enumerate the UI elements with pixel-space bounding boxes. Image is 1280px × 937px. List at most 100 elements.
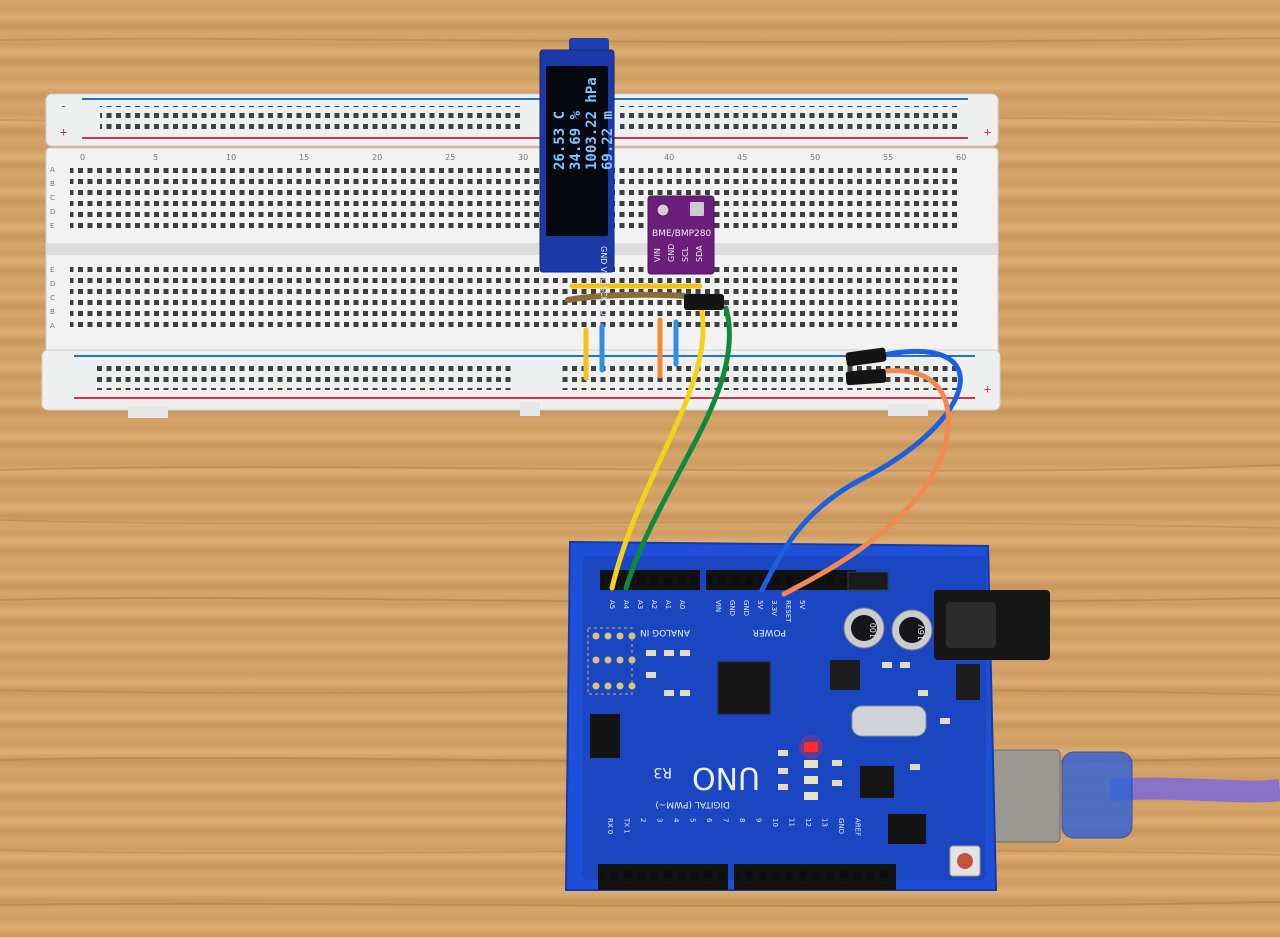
row-letter: A [50,166,55,174]
digital-pin-label: 2 [639,818,647,822]
column-number: 25 [445,153,455,162]
oled-line-temperature: 26.53 C [552,111,568,170]
column-number: 30 [518,153,528,162]
row-letter: E [50,266,54,274]
row-letter: D [50,208,55,216]
digital-pin-label: 7 [722,818,730,822]
center-channel [46,243,998,255]
icsp-header-2 [888,814,926,844]
oled-line-humidity: 34.69 % [568,110,584,170]
digital-pin-label: 5 [689,818,697,822]
sensor-pin-vin: VIN [653,248,662,262]
digital-pin-label: AREF [854,818,862,836]
power-pin-label: GND [742,600,750,616]
digital-pin-label: 3 [656,818,664,822]
microcontroller-chip [717,661,771,715]
sensor-pin-sda: SDA [695,245,704,262]
analog-pin-label: A5 [608,600,616,609]
column-number: 50 [810,153,820,162]
oled-display-module: 26.53 C 34.69 % 1003.22 hPa 69.22 m GND … [539,38,616,322]
board-model-print: UNO R3 [653,760,760,795]
power-pin-label: 5V [798,600,806,609]
arduino-uno-board: 100 16V [564,540,1050,891]
power-pin-label: GND [728,600,736,616]
analog-pin-label: A2 [650,600,658,609]
sensor-name: BME/BMP280 [652,229,711,239]
digital-pin-label: GND [837,818,845,834]
icsp-header [590,714,620,758]
column-number: 20 [372,153,382,162]
sensor-chip [690,202,704,216]
oled-line-pressure: 1003.22 hPa [584,77,600,170]
power-label: POWER [753,627,786,637]
rail-plus-label: + [60,125,67,139]
analog-pin-label: A1 [664,600,672,609]
digital-pin-label: 6 [705,818,713,823]
wire-orange-vcc [781,368,951,597]
oled-line-altitude: 69.22 m [600,111,616,170]
oled-readout: 26.53 C 34.69 % 1003.22 hPa 69.22 m [552,77,616,170]
rail-plus-label-bottom: + [984,382,991,396]
digital-pin-label: 9 [755,818,763,822]
wire-green-scl [623,305,732,591]
row-letter: E [50,222,54,230]
digital-pin-label: TX 1 [623,817,631,834]
column-number: 10 [226,153,236,162]
row-letter: C [50,294,55,302]
column-number: 0 [80,153,85,162]
digital-pin-label: 10 [771,818,779,827]
smd-components [646,650,950,790]
row-letter: B [50,308,55,316]
sensor-pin-gnd: GND [667,244,676,262]
wire-yellow-sda [609,299,706,591]
oled-screen [546,66,608,236]
power-pin-label: VIN [714,600,722,612]
rail-plus-label-right: + [984,125,991,139]
digital-pin-label: RX 0 [606,818,614,834]
usb-interface-chip [860,766,894,798]
capacitor-2-value: 16V [917,624,926,640]
column-number: 40 [664,153,674,162]
analog-pin-label: A0 [678,600,686,609]
usb-plug-housing [1061,751,1133,839]
power-pin-label: RESET [784,600,792,623]
column-number: 60 [956,153,966,162]
sensor-pin-scl: SCL [681,246,690,262]
row-letter: B [50,180,55,188]
board-revision: R3 [653,764,672,780]
column-number: 15 [299,153,309,162]
row-letter: C [50,194,55,202]
row-letter: A [50,322,55,330]
digital-pin-label: 13 [821,818,829,827]
analog-pin-label: A4 [622,600,630,610]
power-pin-label: 5V [756,600,764,609]
row-letter: D [50,280,55,288]
digital-pin-label: 4 [672,818,680,823]
analog-pin-labels: A5 A4 A3 A2 A1 A0 [608,600,686,610]
crystal-oscillator [851,705,927,737]
jumper-wires [609,294,963,597]
analog-in-label: ANALOG IN [640,627,690,637]
power-pin-labels: VIN GND GND 5V 3.3V RESET 5V [714,600,806,623]
oled-pin-labels: GND VCC SCK SDA [599,246,608,322]
power-led [804,742,818,752]
board-model: UNO [692,760,760,795]
wire-blue-gnd [759,348,963,593]
bme280-sensor-module: BME/BMP280 VIN GND SCL SDA [647,195,715,275]
column-number: 5 [153,153,158,162]
digital-pin-label: 12 [804,818,812,827]
digital-pin-label: 11 [788,818,796,827]
arduino-pcb [582,556,986,880]
power-pin-label: 3.3V [770,600,778,616]
analog-pin-label: A3 [636,600,644,609]
column-number: 45 [737,153,747,162]
digital-label: DIGITAL (PWM~) [655,799,730,809]
sensor-pin-labels: VIN GND SCL SDA [653,244,704,262]
column-number: 55 [883,153,893,162]
voltage-regulator [830,660,860,690]
